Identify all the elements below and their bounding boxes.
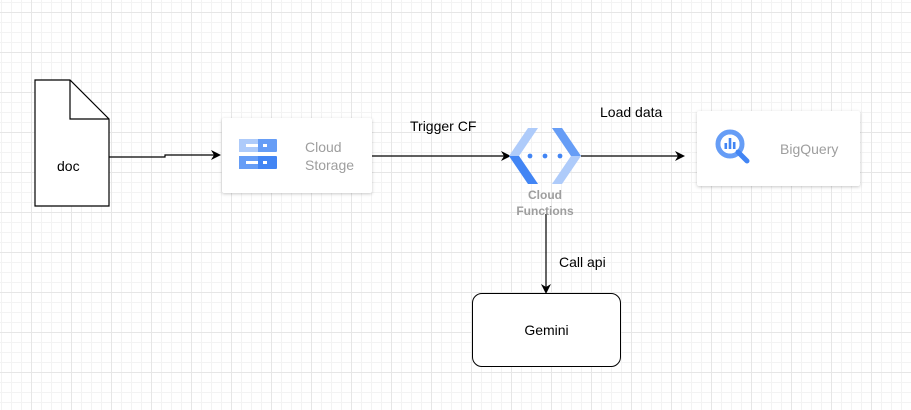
bigquery-label: BigQuery	[780, 141, 839, 157]
edge-label-load-data: Load data	[600, 104, 663, 120]
edge-label-trigger-cf: Trigger CF	[410, 118, 477, 134]
cloud-storage-label-line2: Storage	[305, 157, 355, 173]
cloud-storage-label-line1: Cloud	[305, 139, 342, 155]
cloud-storage-icon	[239, 139, 277, 169]
cloud-functions-label-line2: Functions	[516, 204, 574, 218]
cloud-storage-node[interactable]: Cloud Storage	[222, 118, 372, 193]
doc-node[interactable]	[34, 79, 110, 207]
gemini-label: Gemini	[524, 322, 569, 338]
bigquery-node[interactable]: BigQuery	[697, 111, 860, 186]
cloud-functions-label-line1: Cloud	[528, 188, 562, 202]
doc-label: doc	[57, 158, 80, 174]
edge-doc-to-storage	[109, 150, 221, 160]
bigquery-icon	[715, 129, 750, 164]
cloud-functions-icon[interactable]	[509, 128, 581, 184]
cloud-functions-label: Cloud Functions	[505, 187, 585, 219]
gemini-node[interactable]: Gemini	[472, 293, 621, 367]
edge-label-call-api: Call api	[559, 254, 606, 270]
